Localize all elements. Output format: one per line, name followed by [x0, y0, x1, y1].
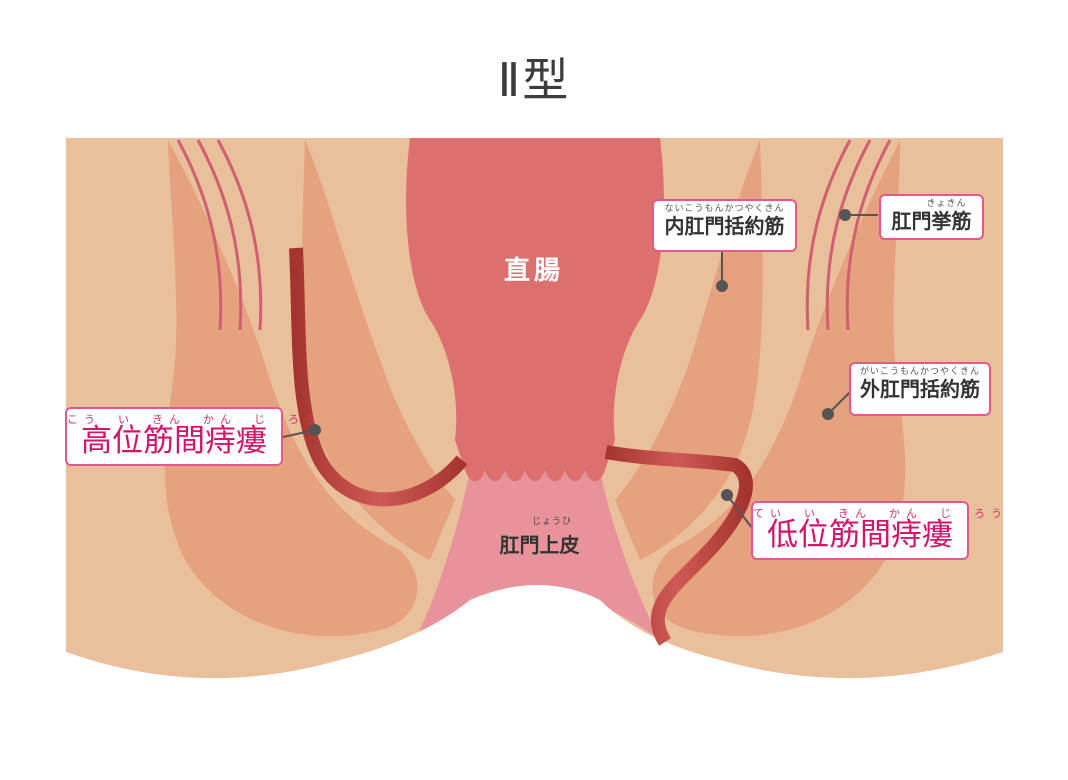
internal-sphincter-label: ないこうもんかつやくきん 内肛門括約筋 — [652, 199, 797, 252]
levator-ani-label: きょきん 肛門挙筋 — [879, 194, 984, 240]
anoderm-ruby: じょうひ — [532, 517, 573, 527]
external-sphincter-label: がいこうもんかつやくきん 外肛門括約筋 — [849, 362, 991, 416]
high-fistula-text: 高位筋間痔瘻 — [81, 423, 267, 459]
low-fistula-dot — [721, 489, 733, 501]
high-fistula-dot — [309, 424, 321, 436]
anoderm-text: 肛門上皮 — [499, 533, 580, 557]
diagram-title: Ⅱ型 — [497, 53, 571, 107]
high-fistula-ruby: こう い きん かん じ ろう — [67, 413, 322, 426]
rectum-shape — [406, 138, 664, 482]
internal-sphincter-left — [302, 140, 455, 560]
levator-ani-text: 肛門挙筋 — [891, 209, 972, 233]
levator-ani-stripes-left — [176, 139, 263, 331]
low-fistula-ruby: てい い きん かん じ ろう — [753, 507, 1008, 520]
low-fistula-path — [604, 445, 753, 646]
levator-ani-stripes-right — [805, 139, 892, 331]
external-sphincter-dot — [822, 408, 834, 420]
internal-sphincter-dot — [716, 280, 728, 292]
internal-sphincter-ruby: ないこうもんかつやくきん — [664, 204, 785, 214]
lower-cutout — [66, 585, 1003, 780]
external-sphincter-left — [164, 140, 418, 637]
high-fistula-path — [289, 247, 468, 507]
anoderm-label: じょうひ 肛門上皮 — [492, 514, 587, 558]
levator-ani-ruby: きょきん — [926, 199, 967, 209]
rectum-label: 直腸 — [504, 256, 565, 286]
low-fistula-label: てい い きん かん じ ろう 低位筋間痔瘻 — [751, 501, 1008, 560]
high-fistula-label: こう い きん かん じ ろう 高位筋間痔瘻 — [65, 407, 322, 466]
low-fistula-text: 低位筋間痔瘻 — [767, 517, 953, 553]
external-sphincter-ruby: がいこうもんかつやくきん — [859, 367, 980, 377]
levator-ani-dot — [839, 209, 851, 221]
internal-sphincter-text: 内肛門括約筋 — [664, 214, 785, 238]
external-sphincter-text: 外肛門括約筋 — [860, 377, 980, 401]
